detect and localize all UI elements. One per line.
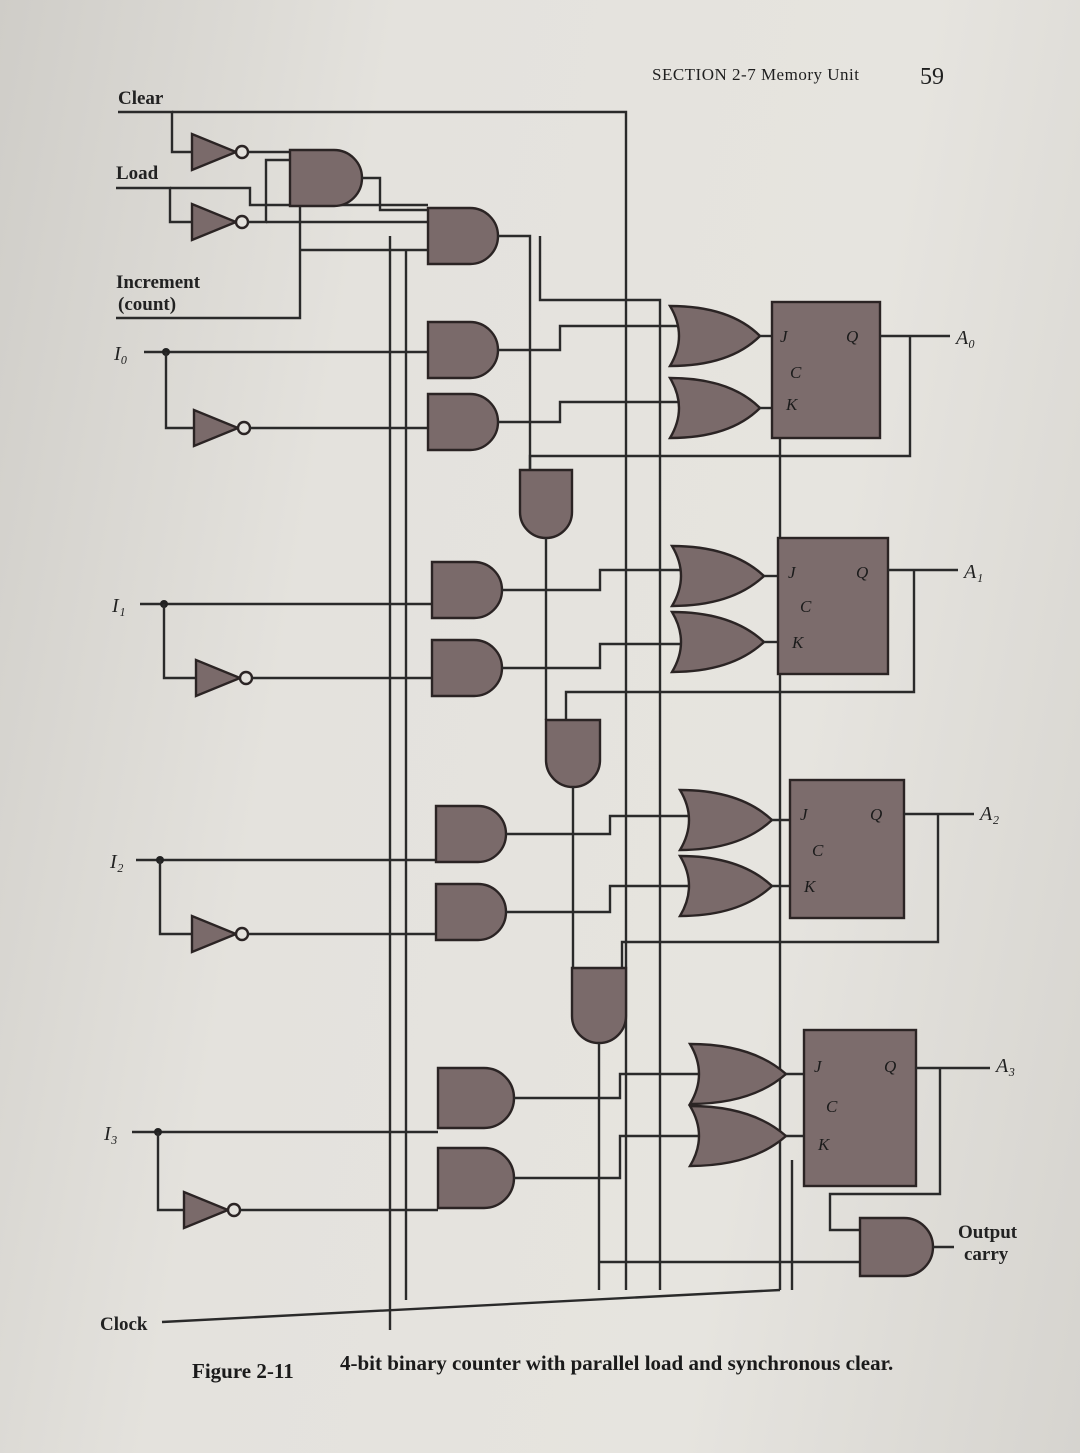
count-label: (count) — [118, 294, 176, 315]
stage2-and-lower — [434, 882, 508, 942]
stage2-or-lower — [677, 854, 774, 918]
ff3-j: J — [814, 1057, 823, 1076]
figure-number: Figure 2-11 — [192, 1359, 294, 1383]
clear-label: Clear — [118, 88, 164, 109]
ff1-q: Q — [856, 563, 868, 582]
stage1-and-upper — [430, 560, 504, 620]
a0-label: A₀ — [954, 327, 975, 349]
a2-label: A₂ — [978, 803, 999, 825]
figure-title: 4-bit binary counter with parallel load … — [340, 1351, 893, 1375]
load-enable-and-gate — [426, 206, 500, 266]
ff3-q: Q — [884, 1057, 896, 1076]
count-enable-and-gate — [288, 148, 364, 208]
i0-label: I₀ — [113, 343, 128, 365]
stage3-or-lower — [687, 1104, 788, 1168]
page-number: 59 — [920, 64, 944, 90]
stage-0: I₀ J C K Q A₀ — [113, 300, 975, 720]
ff2-q: Q — [870, 805, 882, 824]
stage0-and-upper — [426, 320, 500, 380]
flip-flop-0 — [770, 300, 882, 440]
flip-flop-3 — [802, 1028, 918, 1188]
i1-label: I₁ — [111, 595, 126, 617]
stage0-and-lower — [426, 392, 500, 452]
carry-label: carry — [964, 1244, 1009, 1265]
stage3-or-upper — [687, 1042, 788, 1106]
figure-caption: Figure 2-11 4-bit binary counter with pa… — [192, 1351, 893, 1383]
increment-label: Increment — [116, 272, 201, 293]
stage3-and-upper — [436, 1066, 516, 1130]
output-carry-and — [858, 1216, 935, 1278]
output-carry-label: Output — [958, 1222, 1018, 1243]
i3-inverter — [182, 1190, 232, 1230]
clock-label: Clock — [100, 1314, 148, 1335]
stage0-or-lower — [667, 376, 762, 440]
ff1-k: K — [791, 633, 805, 652]
load-label: Load — [116, 163, 159, 184]
clear-inverter — [190, 132, 240, 172]
ff2-c: C — [812, 841, 824, 860]
stage-2: I₂ J C K Q A₂ — [109, 778, 999, 1290]
ff0-q: Q — [846, 327, 858, 346]
stage-3: I₃ J C K Q A₃ Output carry — [103, 1028, 1018, 1278]
stage2-and-upper — [434, 804, 508, 864]
control-logic: Clear Load Increment (count) — [116, 88, 794, 1330]
stage1-or-lower — [669, 610, 766, 674]
ff0-k: K — [785, 395, 799, 414]
ff2-k: K — [803, 877, 817, 896]
ff1-j: J — [788, 563, 797, 582]
ff3-c: C — [826, 1097, 838, 1116]
stage0-or-upper — [667, 304, 762, 368]
i3-label: I₃ — [103, 1123, 118, 1145]
stage2-carry-and — [570, 966, 628, 1045]
section-header: SECTION 2-7 Memory Unit — [652, 65, 859, 84]
ff3-k: K — [817, 1135, 831, 1154]
stage1-carry-and — [544, 718, 602, 789]
flip-flop-1 — [776, 536, 890, 676]
stage3-and-lower — [436, 1146, 516, 1210]
ff1-c: C — [800, 597, 812, 616]
i0-inverter — [192, 408, 242, 448]
stage2-or-upper — [677, 788, 774, 852]
stage1-or-upper — [669, 544, 766, 608]
stage1-and-lower — [430, 638, 504, 698]
ff0-j: J — [780, 327, 789, 346]
stage-1: I₁ J C K Q A₁ — [111, 536, 983, 968]
a1-label: A₁ — [962, 561, 983, 583]
ff0-c: C — [790, 363, 802, 382]
stage0-carry-and — [518, 468, 574, 540]
clock-line: Clock — [100, 1288, 781, 1335]
load-inverter — [190, 202, 240, 242]
i2-label: I₂ — [109, 851, 124, 873]
i1-inverter — [194, 658, 244, 698]
a3-label: A₃ — [994, 1055, 1015, 1077]
i2-inverter — [190, 914, 240, 954]
flip-flop-2 — [788, 778, 906, 920]
ff2-j: J — [800, 805, 809, 824]
